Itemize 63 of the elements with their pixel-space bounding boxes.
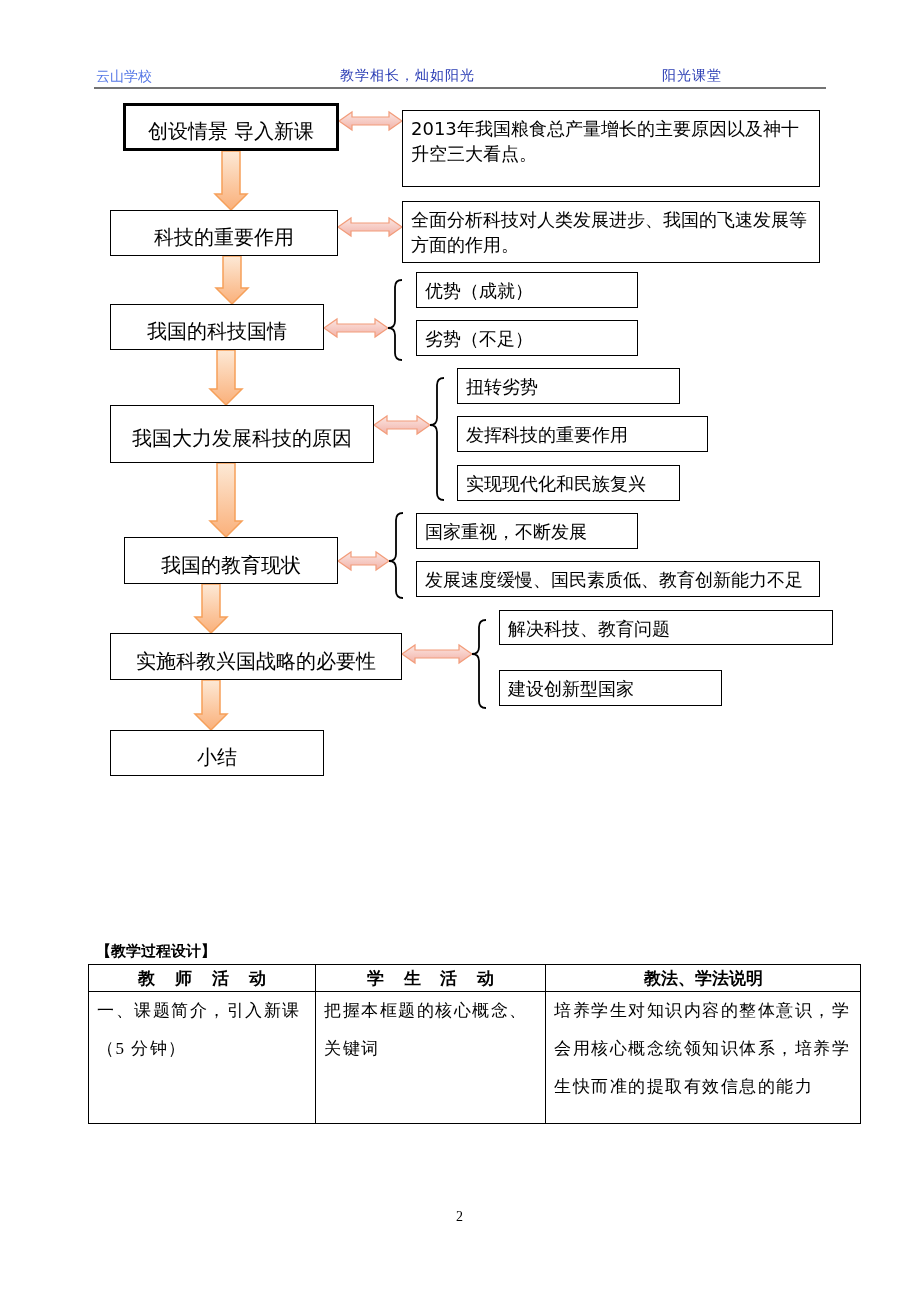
curly-brace bbox=[389, 512, 403, 599]
step-box bbox=[110, 405, 374, 463]
step-label: 科技的重要作用 bbox=[154, 224, 294, 250]
note-text: 发展速度缓慢、国民素质低、教育创新能力不足 bbox=[425, 568, 804, 592]
note-text: 全面分析科技对人类发展进步、我国的飞速发展等方面的作用。 bbox=[411, 208, 808, 257]
double-arrow bbox=[336, 550, 391, 572]
note-box bbox=[457, 416, 708, 452]
header-cell: 教法、学法说明 bbox=[545, 964, 861, 992]
block-arrow bbox=[214, 255, 250, 306]
note-box bbox=[499, 610, 833, 645]
curly-brace bbox=[388, 279, 402, 361]
note-text: 实现现代化和民族复兴 bbox=[466, 472, 647, 496]
note-box bbox=[457, 465, 680, 501]
table-cell: 培养学生对知识内容的整体意识，学会用核心概念统领知识体系，培养学生快而准的提取有效信息的能力 bbox=[545, 991, 861, 1124]
note-box bbox=[416, 320, 638, 356]
curly-brace bbox=[430, 377, 444, 501]
note-text: 发挥科技的重要作用 bbox=[466, 423, 629, 447]
note-box bbox=[416, 513, 638, 549]
double-arrow bbox=[322, 317, 390, 339]
header-text: 云山学校 bbox=[96, 67, 152, 85]
table-cell: 一、课题简介，引入新课（5 分钟） bbox=[88, 991, 316, 1124]
step-label: 创设情景 导入新课 bbox=[147, 118, 315, 144]
step-label: 我国的教育现状 bbox=[161, 551, 301, 578]
step-box bbox=[110, 210, 338, 256]
note-text: 劣势（不足） bbox=[425, 327, 534, 351]
block-arrow bbox=[193, 679, 229, 732]
block-arrow bbox=[208, 462, 244, 539]
step-label: 我国大力发展科技的原因 bbox=[132, 425, 352, 451]
header-cell: 学 生 活 动 bbox=[315, 964, 546, 992]
note-text: 2013年我国粮食总产量增长的主要原因以及神十升空三大看点。 bbox=[411, 117, 800, 166]
double-arrow bbox=[400, 643, 474, 665]
step-label: 实施科教兴国战略的必要性 bbox=[136, 647, 376, 674]
step-box bbox=[110, 730, 324, 776]
note-text: 扭转劣势 bbox=[466, 375, 539, 399]
step-box bbox=[123, 103, 339, 151]
step-box bbox=[110, 304, 324, 350]
header-text: 教学相长，灿如阳光 bbox=[340, 67, 475, 85]
note-text: 解决科技、教育问题 bbox=[508, 617, 671, 641]
section-heading: 【教学过程设计】 bbox=[96, 942, 216, 960]
note-text: 国家重视，不断发展 bbox=[425, 520, 588, 544]
note-text: 建设创新型国家 bbox=[508, 677, 635, 701]
page-number: 2 bbox=[456, 1208, 463, 1226]
step-label: 我国的科技国情 bbox=[147, 318, 287, 344]
step-label: 小结 bbox=[197, 744, 237, 770]
block-arrow bbox=[193, 583, 229, 635]
note-box bbox=[402, 201, 820, 263]
double-arrow bbox=[336, 216, 404, 238]
note-text: 优势（成就） bbox=[425, 279, 534, 303]
note-box bbox=[457, 368, 680, 404]
header-text: 阳光课堂 bbox=[662, 67, 722, 85]
double-arrow bbox=[337, 110, 404, 132]
note-box bbox=[402, 110, 820, 187]
table-cell: 把握本框题的核心概念、关键词 bbox=[315, 991, 546, 1124]
note-box bbox=[499, 670, 722, 706]
note-box bbox=[416, 272, 638, 308]
double-arrow bbox=[372, 414, 432, 436]
block-arrow bbox=[208, 349, 244, 407]
step-box bbox=[124, 537, 338, 584]
block-arrow bbox=[213, 150, 249, 212]
step-box bbox=[110, 633, 402, 680]
curly-brace bbox=[472, 619, 486, 709]
note-box bbox=[416, 561, 820, 597]
header-cell: 教 师 活 动 bbox=[88, 964, 316, 992]
